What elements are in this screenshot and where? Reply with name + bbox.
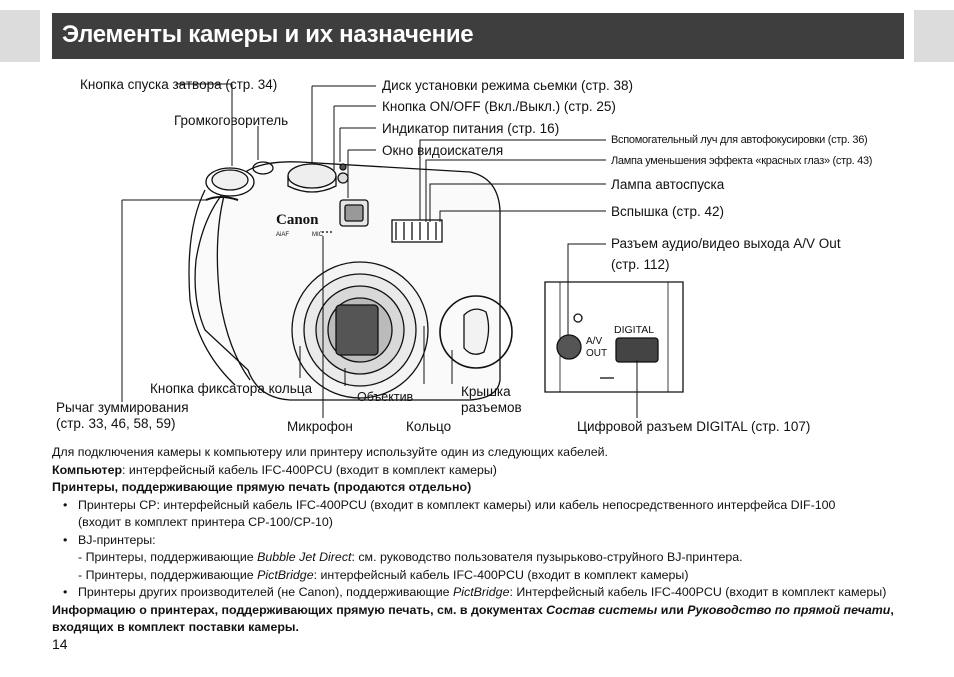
label-red-eye-lamp: Лампа уменьшения эффекта «красных глаз» … xyxy=(611,155,873,167)
page-title: Элементы камеры и их назначение xyxy=(62,21,474,48)
bj-line2: - Принтеры, поддерживающие PictBridge: и… xyxy=(52,567,912,585)
bj-line1-post: : см. руководство пользователя пузырьков… xyxy=(351,550,743,564)
other-em: PictBridge xyxy=(452,585,510,599)
label-shutter-button: Кнопка спуска затвора (стр. 34) xyxy=(80,77,278,92)
label-on-off-button: Кнопка ON/OFF (Вкл./Выкл.) (стр. 25) xyxy=(382,99,616,114)
bj-line1: - Принтеры, поддерживающие Bubble Jet Di… xyxy=(52,549,912,567)
other-printers-item: Принтеры других производителей (не Canon… xyxy=(52,584,912,602)
info-post: , xyxy=(890,602,894,617)
label-lens: Объектив xyxy=(357,390,414,404)
info-pre: Информацию о принтерах, поддерживающих п… xyxy=(52,602,547,617)
digital-port-label: DIGITAL xyxy=(614,324,654,336)
direct-print-heading: Принтеры, поддерживающие прямую печать (… xyxy=(52,480,472,494)
bj-printers-heading: BJ-принтеры: xyxy=(52,532,912,550)
label-viewfinder-window: Окно видоискателя xyxy=(382,143,504,158)
right-page-tab xyxy=(914,10,954,62)
label-zoom-lever-line1: Рычаг зуммирования xyxy=(56,400,189,415)
camera-mic-mark: MIC xyxy=(312,232,324,238)
computer-paragraph: Компьютер: интерфейсный кабель IFC-400PC… xyxy=(52,462,912,480)
label-speaker: Громкоговоритель xyxy=(174,113,289,128)
camera-illustration: Canon AiAF MIC A/V OUT DIGITAL xyxy=(121,83,684,418)
intro-paragraph: Для подключения камеры к компьютеру или … xyxy=(52,445,608,459)
other-post: : Интерфейсный кабель IFC-400PCU (входит… xyxy=(509,585,887,599)
computer-text: : интерфейсный кабель IFC-400PCU (входит… xyxy=(122,462,497,477)
label-terminal-cover-line2: разъемов xyxy=(461,400,522,415)
bj-line2-pre: - Принтеры, поддерживающие xyxy=(78,567,258,582)
label-terminal-cover-line1: Крышка xyxy=(461,384,511,399)
computer-label: Компьютер xyxy=(52,462,123,477)
bj-line1-pre: - Принтеры, поддерживающие xyxy=(78,550,258,564)
info-line2: входящих в комплект поставки камеры. xyxy=(52,620,299,634)
info-mid: или xyxy=(657,602,688,617)
label-flash: Вспышка (стр. 42) xyxy=(611,204,725,219)
info-em1: Состав системы xyxy=(546,602,658,617)
label-ring-release-button: Кнопка фиксатора кольца xyxy=(150,381,312,396)
label-self-timer-lamp: Лампа автоспуска xyxy=(611,177,725,192)
info-paragraph: Информацию о принтерах, поддерживающих п… xyxy=(52,602,912,620)
label-digital-terminal: Цифровой разъем DIGITAL (стр. 107) xyxy=(577,419,811,434)
bj-line2-em: PictBridge xyxy=(257,567,314,582)
section-header: Элементы камеры и их назначение xyxy=(52,13,904,59)
label-av-out-line2: (стр. 112) xyxy=(611,257,670,272)
label-microphone: Микрофон xyxy=(287,419,353,434)
bj-line1-em: Bubble Jet Direct xyxy=(257,550,352,564)
page-number: 14 xyxy=(52,636,68,652)
av-port-label-1: A/V xyxy=(586,336,602,347)
label-power-indicator: Индикатор питания (стр. 16) xyxy=(382,121,560,136)
camera-brand: Canon xyxy=(276,212,319,228)
av-port-label-2: OUT xyxy=(586,348,607,359)
label-mode-dial: Диск установки режима сьемки (стр. 38) xyxy=(382,78,634,93)
left-page-tab xyxy=(0,10,40,62)
label-af-assist-beam: Вспомогательный луч для автофокусировки … xyxy=(611,134,868,146)
label-ring: Кольцо xyxy=(406,419,452,434)
label-zoom-lever-line2: (стр. 33, 46, 58, 59) xyxy=(56,416,176,431)
body-text: Для подключения камеры к компьютеру или … xyxy=(52,444,912,637)
label-av-out-line1: Разъем аудио/видео выхода A/V Out xyxy=(611,236,841,251)
cp-line2: (входит в комплект принтера CP-100/CP-10… xyxy=(78,515,333,529)
cp-line1: Принтеры CP: интерфейсный кабель IFC-400… xyxy=(78,497,836,512)
bj-line2-post: : интерфейсный кабель IFC-400PCU (входит… xyxy=(313,567,689,582)
camera-af-mark: AiAF xyxy=(276,232,289,238)
info-em2: Руководство по прямой печати xyxy=(687,602,891,617)
other-pre: Принтеры других производителей (не Canon… xyxy=(78,585,453,599)
cp-printers-item: Принтеры CP: интерфейсный кабель IFC-400… xyxy=(52,497,912,515)
